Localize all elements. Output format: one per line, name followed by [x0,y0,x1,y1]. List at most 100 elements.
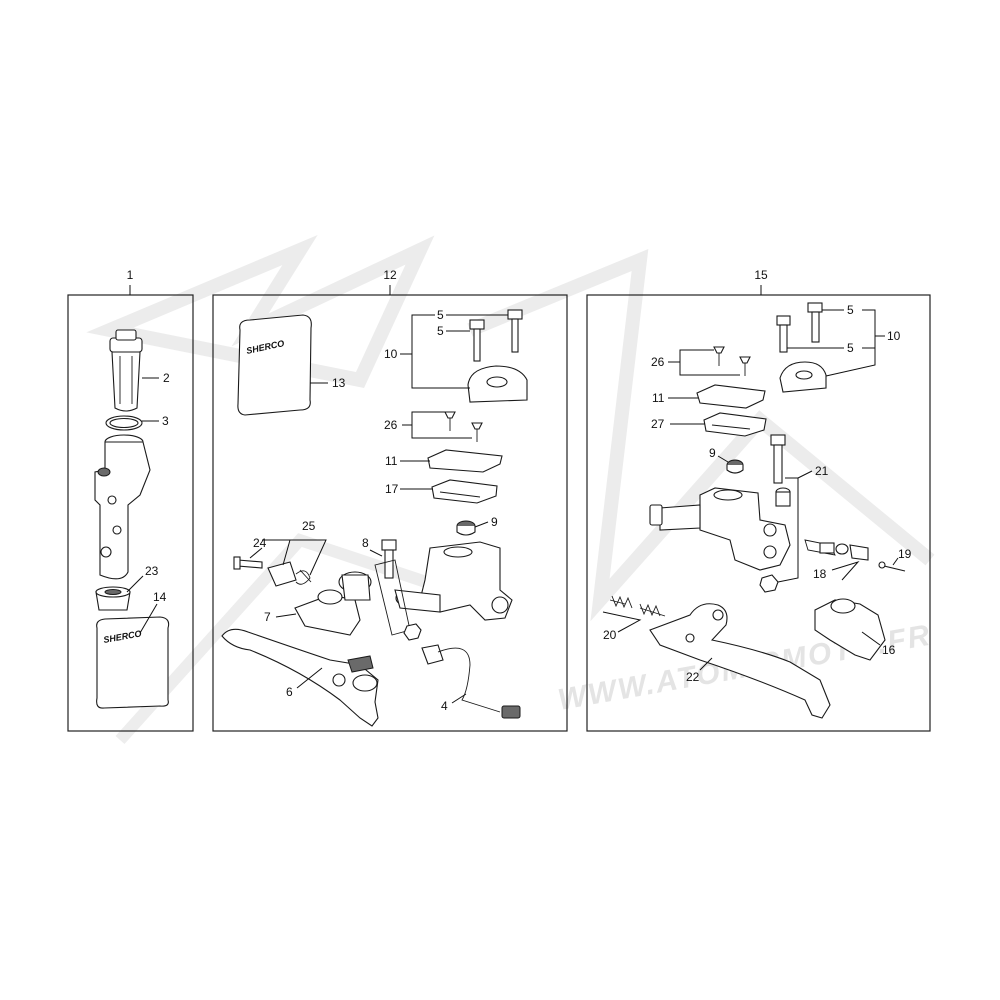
callout-13: 13 [310,376,346,390]
svg-text:13: 13 [332,376,346,390]
svg-text:22: 22 [686,670,700,684]
callout-5a-g15: 5 [822,303,854,317]
svg-text:16: 16 [882,643,896,657]
part-screws-26-g15 [713,346,751,376]
svg-text:5: 5 [437,308,444,322]
part-nut-g15 [759,574,779,593]
svg-text:5: 5 [437,324,444,338]
part-switch-4 [421,644,521,719]
svg-text:5: 5 [847,341,854,355]
callout-25: 25 [262,519,327,576]
callout-16: 16 [861,631,896,657]
svg-text:19: 19 [898,547,912,561]
callout-23: 23 [126,564,159,593]
part-seal-kit-pouch-13: SHERCO [237,314,312,416]
part-seal-kit-pouch-14: SHERCO [96,616,170,709]
svg-text:23: 23 [145,564,159,578]
callout-5b-g15: 5 [787,341,854,355]
callout-26-g15: 26 [651,349,740,376]
callout-10-g15: 10 [825,309,901,377]
callout-21: 21 [777,464,829,583]
part-nut-g12 [403,623,422,641]
part-reservoir-cover-g15 [696,384,766,409]
svg-text:24: 24 [253,536,267,550]
part-clutch-lever-6 [221,628,379,727]
callout-5b-g12: 5 [437,324,470,338]
svg-text:18: 18 [813,567,827,581]
svg-text:11: 11 [652,391,665,405]
callout-18: 18 [813,560,860,581]
svg-text:20: 20 [603,628,617,642]
callout-9-g15: 9 [709,446,729,463]
group-15-frame: 15 [586,268,931,732]
svg-text:10: 10 [384,347,398,361]
part-lever-guard-7 [294,589,361,636]
callout-14: 14 [139,590,167,634]
svg-text:27: 27 [651,417,665,431]
svg-text:5: 5 [847,303,854,317]
callout-7: 7 [264,610,297,624]
part-dust-boot [95,586,131,611]
group-12-frame: 12 [212,268,568,732]
part-diaphragm-g12 [431,479,498,504]
part-plug-9-g12 [456,520,476,536]
svg-text:2: 2 [163,371,170,385]
group-number-15: 15 [754,268,768,282]
part-pin-24 [233,556,263,570]
callout-6: 6 [286,667,323,699]
part-brake-lever-22 [649,603,831,719]
callout-19: 19 [892,547,912,566]
callout-5a-g12: 5 [437,308,508,322]
svg-text:9: 9 [709,446,716,460]
callout-4: 4 [441,693,467,713]
part-brake-master-cylinder [649,487,791,571]
svg-text:26: 26 [384,418,398,432]
svg-text:6: 6 [286,685,293,699]
part-diaphragm-27 [703,412,767,437]
svg-text:14: 14 [153,590,167,604]
svg-text:4: 4 [441,699,448,713]
part-boot-25 [267,561,312,587]
watermark: WWW.ATOMICMOTO.FR [86,234,935,745]
group-1-frame: 1 [67,268,194,732]
svg-text:3: 3 [162,414,169,428]
svg-text:26: 26 [651,355,665,369]
svg-text:7: 7 [264,610,271,624]
part-handlebar-clamp-g12 [467,365,528,403]
callout-9-g12: 9 [474,515,498,529]
part-hot-start-lever-body [338,571,372,601]
group-number-12: 12 [383,268,397,282]
part-pushrod-19 [878,561,906,572]
svg-text:10: 10 [887,329,901,343]
part-lever-guard-16 [814,598,886,661]
part-bolt-21 [770,434,791,507]
svg-text:21: 21 [815,464,829,478]
callout-11-g15: 11 [652,391,698,405]
svg-text:11: 11 [385,454,398,468]
part-bolts-5-g15 [776,302,823,353]
callout-3: 3 [142,414,169,428]
part-handlebar-clamp-g15 [779,361,827,393]
callout-11-g12: 11 [385,454,430,468]
callout-24: 24 [249,536,267,559]
callout-26-g12: 26 [384,411,472,439]
part-master-cylinder-g12 [394,541,513,621]
part-spring-20 [609,595,666,617]
part-pivot-bolt-8 [374,539,411,636]
callout-17: 17 [385,482,433,496]
callout-22: 22 [686,657,713,684]
callout-27: 27 [651,417,705,431]
part-reservoir-cover-g12 [427,449,503,473]
part-reservoir-cap [109,329,143,412]
callout-2: 2 [142,371,170,385]
svg-text:25: 25 [302,519,316,533]
callout-10-g12: 10 [384,314,470,389]
part-plug-9-g15 [726,459,744,474]
part-o-ring [105,415,143,431]
group-number-1: 1 [127,268,134,282]
svg-text:17: 17 [385,482,399,496]
svg-text:9: 9 [491,515,498,529]
part-piston-kit-18 [804,539,869,561]
